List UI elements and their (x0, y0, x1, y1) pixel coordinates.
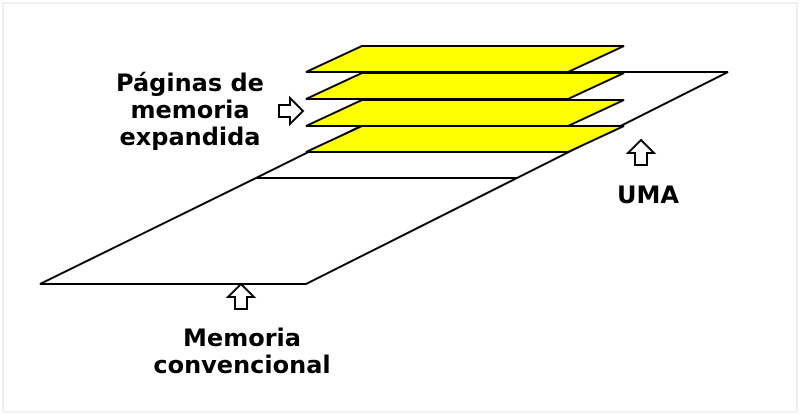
expanded-pages-label-line2: memoria (130, 96, 249, 124)
arrow-right-icon (278, 95, 305, 127)
expanded-page-1 (305, 125, 625, 153)
expanded-page-4 (305, 45, 625, 73)
arrow-up-conventional-icon (225, 282, 257, 310)
expanded-pages-label-line1: Páginas de (116, 69, 264, 97)
expanded-memory-pages (305, 45, 625, 153)
conventional-memory-label-line2: convencional (153, 351, 330, 379)
uma-label: UMA (617, 181, 679, 209)
arrow-up-uma-icon (625, 138, 657, 166)
conventional-memory-label-line1: Memoria (183, 324, 301, 352)
expanded-page-2 (305, 99, 625, 127)
conventional-memory-block (39, 177, 518, 285)
expanded-page-3 (305, 72, 625, 100)
expanded-pages-label-line3: expandida (120, 123, 261, 151)
